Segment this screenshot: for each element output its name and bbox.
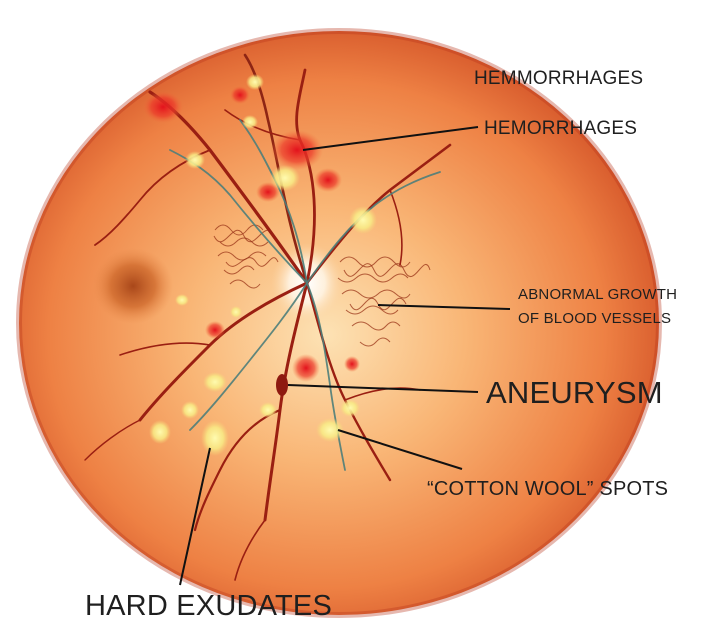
macula — [93, 248, 173, 324]
label-aneurysm: ANEURYSM — [486, 375, 663, 411]
aneurysm-bulge — [276, 374, 288, 396]
label-abnormal-growth-line2: OF BLOOD VESSELS — [518, 307, 677, 331]
label-cotton-wool-spots: “COTTON WOOL” SPOTS — [427, 478, 668, 501]
label-hard-exudates: HARD EXUDATES — [85, 590, 332, 623]
label-abnormal-growth: ABNORMAL GROWTH OF BLOOD VESSELS — [518, 283, 677, 331]
label-hemorrhages: HEMORRHAGES — [484, 118, 637, 140]
label-hemmorrhages: HEMMORRHAGES — [474, 68, 643, 90]
label-abnormal-growth-line1: ABNORMAL GROWTH — [518, 283, 677, 307]
